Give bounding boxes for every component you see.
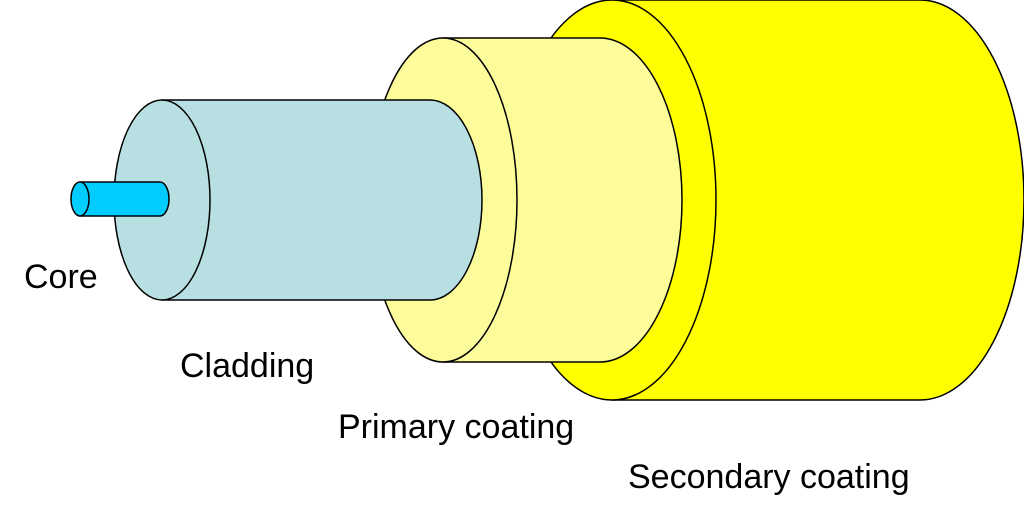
secondary-coating-label: Secondary coating bbox=[628, 458, 910, 496]
core-label: Core bbox=[24, 258, 98, 296]
core-layer bbox=[70, 181, 170, 217]
cladding-body bbox=[161, 99, 483, 301]
core-end-face bbox=[70, 181, 90, 217]
core-body bbox=[79, 181, 170, 217]
cladding-label: Cladding bbox=[180, 347, 314, 385]
primary-coating-label: Primary coating bbox=[338, 408, 574, 446]
